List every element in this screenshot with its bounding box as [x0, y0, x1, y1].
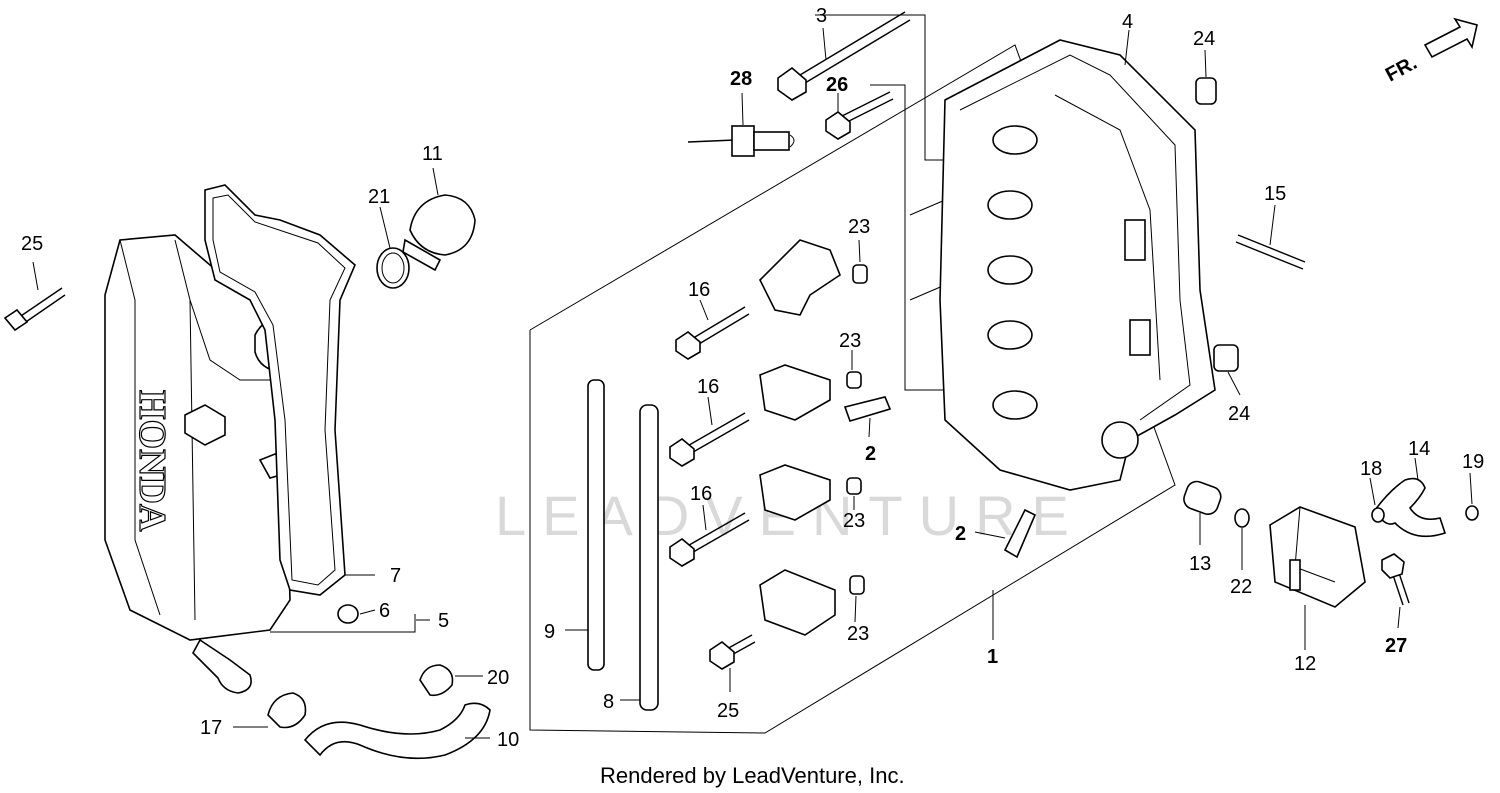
part-label-4: 4 — [1122, 11, 1133, 33]
leader-lines — [32, 27, 1473, 739]
footer-credit: Rendered by LeadVenture, Inc. — [600, 763, 905, 788]
part-label-1: 1 — [987, 646, 998, 668]
oil-filler-cap[interactable] — [402, 194, 476, 272]
rocker-holder-4[interactable] — [759, 569, 836, 636]
part-label-5: 5 — [438, 610, 449, 632]
head-bolt-long[interactable] — [777, 11, 911, 101]
assembly-bracket-lines — [529, 14, 1176, 734]
fuel-hose[interactable] — [1374, 477, 1447, 538]
part-label-24a: 24 — [1193, 28, 1215, 50]
bolt-cover[interactable] — [3, 287, 66, 332]
pump-bolt[interactable] — [1381, 553, 1410, 606]
part-label-2b: 2 — [955, 523, 966, 545]
dowel-pin-top[interactable] — [1195, 77, 1217, 105]
grommet[interactable] — [337, 604, 359, 624]
valve-guide-b[interactable] — [1003, 508, 1037, 559]
part-label-19: 19 — [1462, 451, 1484, 473]
spark-plug[interactable] — [687, 125, 795, 157]
part-label-16c: 16 — [690, 483, 712, 505]
rocker-holder-1[interactable] — [759, 239, 841, 316]
rocker-shaft-9[interactable] — [587, 379, 605, 671]
part-label-12: 12 — [1294, 653, 1316, 675]
valve-guide-a[interactable] — [843, 396, 892, 422]
part-label-28: 28 — [730, 68, 752, 90]
dowel-23-b[interactable] — [846, 371, 862, 389]
part-label-16a: 16 — [688, 279, 710, 301]
oil-cap-o-ring[interactable] — [376, 247, 410, 289]
breather-hose[interactable] — [303, 702, 491, 760]
holder-bolt-16-c[interactable] — [669, 512, 750, 567]
part-label-9: 9 — [544, 621, 555, 643]
part-label-7: 7 — [390, 565, 401, 587]
part-labels: 1 2 2 3 4 5 6 7 8 9 10 11 12 13 14 15 16… — [21, 5, 1484, 751]
cover-gasket[interactable] — [204, 184, 356, 596]
part-label-23b: 23 — [839, 330, 861, 352]
part-label-11: 11 — [422, 143, 443, 165]
dowel-pin-right[interactable] — [1213, 344, 1239, 372]
part-label-10: 10 — [497, 729, 519, 751]
honda-logo-text: HONDA — [131, 390, 173, 532]
rocker-shaft-8[interactable] — [639, 404, 659, 711]
part-label-17: 17 — [200, 717, 222, 739]
part-label-23c: 23 — [843, 510, 865, 532]
fuel-pump-insulator[interactable] — [1181, 479, 1223, 517]
hose-clamp-20[interactable] — [419, 664, 454, 697]
hose-clamp-17[interactable] — [267, 692, 307, 729]
dowel-23-c[interactable] — [846, 477, 862, 495]
holder-bolt-16-b[interactable] — [669, 412, 750, 467]
part-label-15: 15 — [1264, 183, 1286, 205]
part-label-21: 21 — [368, 186, 390, 208]
cylinder-head[interactable] — [939, 39, 1216, 491]
part-label-13: 13 — [1189, 553, 1211, 575]
holder-bolt-16-a[interactable] — [675, 306, 750, 360]
part-label-25a: 25 — [21, 233, 43, 255]
rocker-holder-2[interactable] — [759, 364, 831, 421]
front-direction-label: FR. — [1382, 52, 1421, 87]
part-label-25b: 25 — [717, 700, 739, 722]
front-direction-arrow-icon — [1423, 17, 1478, 59]
part-label-14: 14 — [1408, 438, 1430, 460]
hose-clip-19[interactable] — [1465, 505, 1479, 521]
part-label-16b: 16 — [697, 376, 719, 398]
head-bolt-short[interactable] — [825, 91, 894, 140]
part-label-22: 22 — [1230, 576, 1252, 598]
stud-bolt[interactable] — [1235, 234, 1306, 270]
part-label-6: 6 — [379, 600, 390, 622]
hose-clip-18[interactable] — [1371, 507, 1385, 523]
part-label-20: 20 — [487, 667, 509, 689]
rocker-holder-3[interactable] — [759, 464, 831, 521]
part-label-2a: 2 — [865, 443, 876, 465]
part-label-3: 3 — [816, 5, 827, 27]
dowel-23-d[interactable] — [849, 575, 865, 595]
part-label-8: 8 — [603, 691, 614, 713]
part-label-27: 27 — [1385, 635, 1407, 657]
part-label-26: 26 — [826, 74, 848, 96]
pump-o-ring[interactable] — [1234, 508, 1250, 528]
part-label-18: 18 — [1360, 458, 1382, 480]
part-label-24b: 24 — [1228, 403, 1250, 425]
holder-bolt-25[interactable] — [709, 634, 756, 670]
part-label-23d: 23 — [847, 623, 869, 645]
fuel-pump[interactable] — [1269, 506, 1366, 608]
dowel-23-a[interactable] — [852, 264, 868, 284]
part-label-23a: 23 — [848, 216, 870, 238]
